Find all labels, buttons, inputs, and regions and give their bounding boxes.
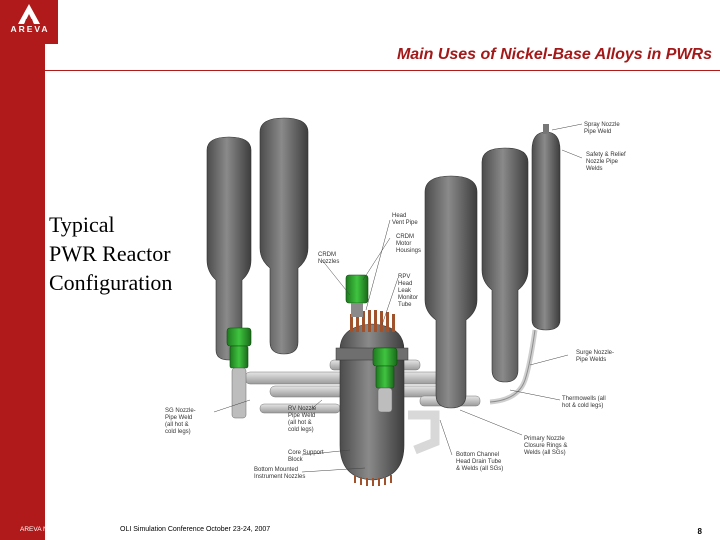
page-number: 8 [697, 527, 702, 536]
logo-a-icon [18, 4, 40, 24]
callout-bottom-channel: Bottom Channel Head Drain Tube & Welds (… [456, 452, 504, 472]
side-label-line-1: Typical [49, 212, 115, 237]
brand-sidebar [0, 0, 45, 540]
reactor-coolant-pump-2 [372, 347, 398, 413]
callout-surge-nozzle: Surge Nozzle- Pipe Welds [576, 350, 615, 363]
reactor-vessel [335, 310, 409, 486]
side-label-line-2: PWR Reactor [49, 241, 171, 266]
side-label-line-3: Configuration [49, 270, 173, 295]
callout-crdm-nozzles: CRDM Nozzles [318, 252, 340, 265]
footer-conference: OLI Simulation Conference October 23-24,… [120, 526, 271, 533]
crdm-housing [345, 274, 369, 317]
callout-spray-nozzle: Spray Nozzle Pipe Weld [584, 122, 620, 135]
page-title: Main Uses of Nickel-Base Alloys in PWRs [396, 46, 712, 63]
steam-generator-2 [259, 117, 309, 355]
callout-thermowells: Thermowells (all hot & cold legs) [562, 396, 606, 409]
callout-rpv-head-leak: RPV Head Leak Monitor Tube [398, 274, 419, 308]
areva-logo: AREVA [0, 0, 58, 44]
callout-sg-nozzle: SG Nozzle- Pipe Weld (all hot & cold leg… [165, 408, 196, 435]
steam-generator-4 [481, 147, 529, 383]
reactor-diagram [206, 117, 583, 486]
callout-head-vent: Head Vent Pipe [392, 213, 418, 226]
logo-text: AREVA [10, 24, 50, 34]
callout-rv-nozzle: RV Nozzle Pipe Weld (all hot & cold legs… [288, 406, 317, 433]
callout-safety-relief: Safety & Relief Nozzle Pipe Welds [586, 152, 626, 172]
side-label: Typical PWR Reactor Configuration [49, 210, 172, 297]
footer-company: AREVA NP INC. [20, 526, 67, 533]
title-divider [45, 70, 720, 71]
callout-leaders [213, 123, 583, 473]
steam-generator-1 [206, 136, 252, 361]
callout-core-support: Core Support Block [288, 450, 324, 463]
callout-primary-nozzle: Primary Nozzle Closure Rings & Welds (al… [524, 436, 568, 456]
callout-bottom-mounted: Bottom Mounted Instrument Nozzles [254, 467, 306, 480]
pressurizer [531, 124, 561, 331]
steam-generator-3 [424, 175, 478, 409]
reactor-coolant-pump-1 [226, 327, 252, 419]
callout-crdm-housings: CRDM Motor Housings [396, 234, 422, 254]
